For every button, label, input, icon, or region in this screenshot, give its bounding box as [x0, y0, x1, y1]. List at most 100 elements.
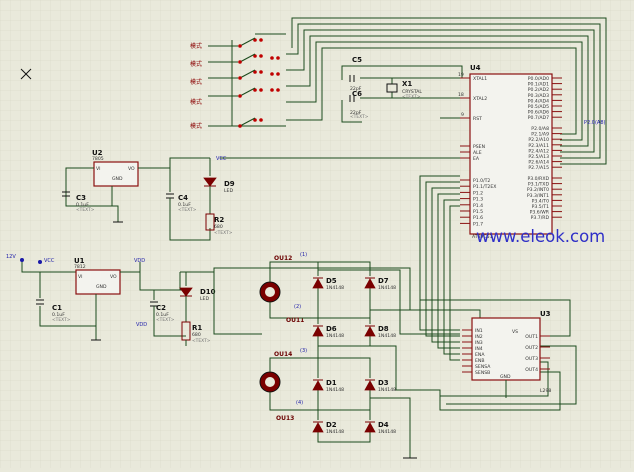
u3-body [471, 317, 541, 381]
c3-text: <TEXT> [76, 207, 95, 213]
u4-pin-xtal2: XTAL2 [473, 96, 487, 102]
u4-pin-p2-7-a15: P2.7/A15 [528, 165, 549, 171]
u3-pin-sensa: SENSA [475, 364, 491, 370]
switch-2[interactable] [208, 53, 280, 64]
switch-label-5: 模式 [190, 122, 202, 130]
u4-pin-p0-5-ad5: P0.5/AD5 [528, 104, 549, 110]
c6-text: <TEXT> [350, 114, 369, 120]
u1-ref: U1 [74, 257, 85, 265]
u1-vo: VO [110, 274, 117, 280]
c6-ref: C6 [352, 90, 362, 98]
u3-pin-out4: OUT4 [525, 367, 538, 373]
u3-pin-out2: OUT2 [525, 345, 538, 351]
u4-right-pins: P0.0/AD0P0.1/AD1P0.2/AD2P0.3/AD3P0.4/AD4… [527, 76, 562, 221]
u4-pin-num-9: 9 [461, 112, 464, 118]
u1-vi: VI [78, 274, 83, 280]
u4-microcontroller: U4 AT89C51 XTAL1 XTAL2 RST PSEN ALE EA P… [458, 64, 562, 240]
cross-marker [20, 68, 32, 80]
diode-bridge: D51N4148D71N4148D61N4148D81N4148D11N4148… [312, 277, 396, 435]
d3-value: 1N4148 [378, 387, 396, 393]
d10-value: LED [200, 296, 209, 302]
d9-value: LED [224, 188, 233, 194]
u1-body [75, 269, 121, 295]
net-n4: (4) [296, 400, 303, 406]
u4-part: AT89C51 [472, 234, 493, 240]
d10-ref: D10 [200, 288, 216, 296]
u4-pin-p0-0-ad0: P0.0/AD0 [528, 76, 549, 82]
led-d9: D9 LED R2 680 <TEXT> [203, 158, 235, 236]
u2-body [93, 161, 139, 187]
net-n1: (1) [300, 252, 307, 258]
u4-pin-p3-1-txd: P3.1/TXD [528, 182, 550, 188]
r1-text: <TEXT> [192, 338, 211, 344]
r2-body [205, 213, 215, 231]
u3-part: L298 [540, 388, 551, 394]
u4-pin-p3-0-rxd: P3.0/RXD [528, 176, 550, 182]
u4-pin-p2-2-a10: P2.2/A10 [528, 137, 549, 143]
d8-value: 1N4148 [378, 333, 396, 339]
u3-ref: U3 [540, 310, 551, 318]
u4-pin-p1-0-t2: P1.0/T2 [473, 178, 490, 184]
u3-pin-out3: OUT3 [525, 356, 538, 362]
c5-ref: C5 [352, 56, 362, 64]
u4-pin-p2-3-a11: P2.3/A11 [528, 143, 549, 149]
u3-pin-enb: ENB [475, 358, 485, 364]
c3-ref: C3 [76, 194, 86, 202]
u4-pin-p3-3-int1: P3.3/INT1 [527, 193, 549, 199]
u2-gnd: GND [112, 176, 123, 182]
u3-pin-ena: ENA [475, 352, 485, 358]
r2-ref: R2 [214, 216, 224, 224]
switch-label-2: 模式 [190, 60, 202, 68]
net-ou11: OU11 [286, 317, 304, 324]
net-12v: 12V [6, 254, 16, 260]
switch-label-1: 模式 [190, 42, 202, 50]
u4-pin-p0-1-ad1: P0.1/AD1 [528, 82, 549, 88]
u3-pin-in2: IN2 [475, 334, 483, 340]
u4-pin-p3-7-rd: P3.7/RD [531, 215, 550, 221]
u2-regulator: U2 7805 VI VO GND [62, 149, 211, 241]
u4-pin-ale: ALE [473, 150, 482, 156]
u4-pin-p2-0-a8: P2.0/A8 [531, 126, 549, 132]
u4-pin-p0-6-ad6: P0.6/AD6 [528, 110, 549, 116]
p1-to-l298-bus [419, 175, 460, 361]
d3-ref: D3 [378, 379, 389, 387]
u4-pin-p1-4: P1.4 [473, 203, 483, 209]
net-ou13: OU13 [276, 415, 294, 422]
d7-ref: D7 [378, 277, 389, 285]
d5-ref: D5 [326, 277, 337, 285]
net-vdd-top: VDD [134, 258, 145, 264]
u4-pin-p0-7-ad7: P0.7/AD7 [528, 115, 549, 121]
u4-pin-p0-2-ad2: P0.2/AD2 [528, 87, 549, 93]
watermark-text: www.eleok.com [476, 227, 605, 246]
d6-ref: D6 [326, 325, 337, 333]
u2-ref: U2 [92, 149, 103, 157]
u4-pin-p1-6: P1.6 [473, 215, 483, 221]
u4-pin-p3-5-t1: P3.5/T1 [532, 204, 549, 210]
switch-3[interactable] [208, 69, 280, 80]
c5-value: 22pF [350, 86, 362, 92]
motor-upper: OU12 OU11 (1) (2) [259, 252, 307, 324]
net-ou12: OU12 [274, 255, 292, 262]
u3-pin-in3: IN3 [475, 340, 483, 346]
net-vcc-top: VCC [216, 156, 227, 162]
c2-ref: C2 [156, 304, 166, 312]
u3-driver: U3 L298 VS GND IN1IN2IN3IN4ENAENBSENSASE… [462, 310, 551, 398]
x1-text: <TEXT> [402, 94, 421, 100]
u4-pin-ea: EA [473, 156, 480, 162]
switch-5[interactable] [208, 117, 263, 128]
u4-pin-p2-5-a13: P2.5/A13 [528, 154, 549, 160]
u3-pin-sensb: SENSB [475, 370, 490, 376]
u3-gnd: GND [500, 374, 511, 380]
u2-vo: VO [128, 166, 135, 172]
c1-text: <TEXT> [52, 317, 71, 323]
switch-4[interactable] [208, 87, 280, 98]
net-vdd-bottom: VDD [136, 322, 147, 328]
crystal-section: C5 22pF C6 22pF X1 CRYSTAL <TEXT> <TEXT> [341, 56, 463, 123]
power-input: 12V VCC [6, 254, 76, 273]
r1-value: 680 [192, 332, 201, 338]
switch-1[interactable] [208, 37, 263, 48]
